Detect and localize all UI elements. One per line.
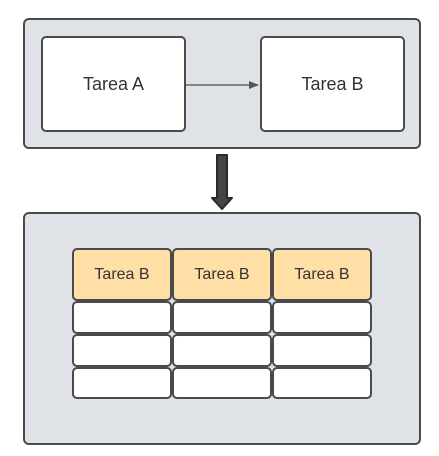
table-cell[interactable] [72,367,172,399]
table-cell[interactable] [172,367,272,399]
task-b-box[interactable]: Tarea B [260,36,405,132]
table-cell[interactable] [172,334,272,367]
down-arrow[interactable] [211,154,233,210]
task-a-box[interactable]: Tarea A [41,36,186,132]
table-cell[interactable] [272,367,372,399]
table-header-cell[interactable]: Tarea B [172,248,272,301]
table-cell[interactable] [72,301,172,334]
task-a-label: Tarea A [82,73,145,94]
table-cell[interactable] [172,301,272,334]
task-b-label: Tarea B [301,73,364,94]
table-cell[interactable] [72,334,172,367]
table-header-label: Tarea B [194,265,250,283]
table-header-label: Tarea B [294,265,350,283]
table-cell[interactable] [272,301,372,334]
table-cell[interactable] [272,334,372,367]
table-header-cell[interactable]: Tarea B [72,248,172,301]
table-header-cell[interactable]: Tarea B [272,248,372,301]
table-header-label: Tarea B [94,265,150,283]
